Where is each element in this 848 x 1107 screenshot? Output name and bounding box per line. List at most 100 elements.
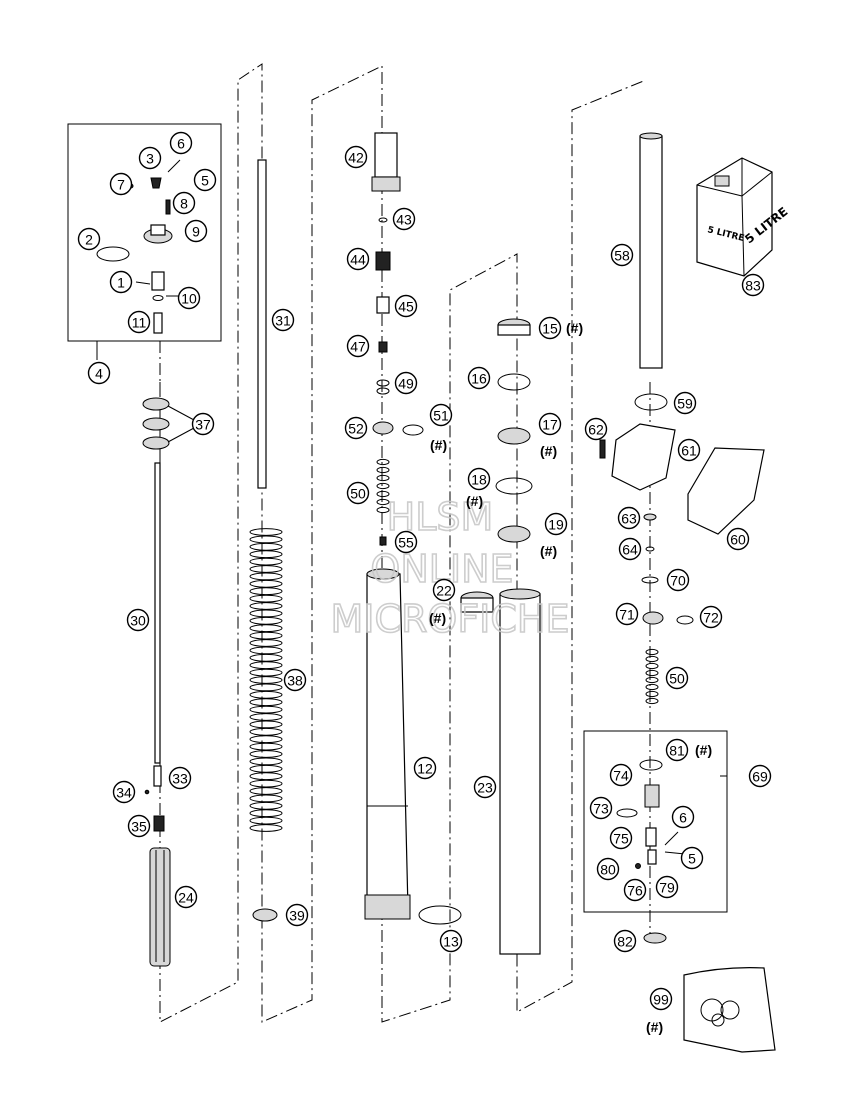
callout-2: 2: [77, 227, 101, 251]
callout-16: 16: [467, 366, 491, 390]
callout-circle: [346, 247, 370, 271]
callout-circle: [649, 987, 673, 1011]
column-5-parts: [599, 132, 765, 944]
callout-circle: [666, 568, 690, 592]
callout-circle: [665, 666, 689, 690]
callout-12: 12: [413, 756, 437, 780]
column-2-parts: [249, 159, 283, 922]
shim: [645, 669, 659, 677]
callout-circle: [673, 391, 697, 415]
spring-coil: [249, 809, 283, 818]
callout-circle: [127, 814, 151, 838]
shim-70: [641, 576, 659, 584]
callout-number: 43: [396, 212, 412, 228]
callout-circle: [109, 270, 133, 294]
callout-circle: [285, 903, 309, 927]
callout-number: 16: [471, 371, 487, 387]
column-4-parts: [460, 318, 541, 955]
callout-82: 82: [613, 929, 637, 953]
callout-circle: [726, 527, 750, 551]
shim-stack-50a: [376, 458, 390, 514]
spring-coil: [249, 646, 283, 655]
seal-kit-bag-99: [683, 967, 776, 1053]
callout-number: 30: [130, 613, 146, 629]
spring-coil: [249, 594, 283, 603]
callout-number: 62: [588, 422, 604, 438]
shim: [376, 490, 390, 498]
callout-24: 24: [174, 885, 198, 909]
callout-circle: [748, 764, 772, 788]
callout-55: 55: [394, 530, 418, 554]
callout-circle: [87, 361, 111, 385]
spring-coil: [249, 757, 283, 766]
spring-coil: [249, 713, 283, 721]
shim-64: [645, 546, 655, 552]
callout-circle: [671, 805, 695, 829]
callout-number: 5: [201, 173, 209, 189]
callout-6: 6: [671, 805, 695, 829]
spring-coil: [249, 824, 283, 832]
leader-lines: [96, 159, 727, 855]
shim: [645, 676, 659, 684]
callout-number: 17: [542, 417, 558, 433]
spring-coil: [249, 779, 283, 788]
ball-34: [144, 789, 150, 795]
piston-71: [642, 611, 664, 625]
callout-circle: [172, 191, 196, 215]
spring-coil: [249, 602, 283, 610]
oil-can-83: 5 LITRE 5 LITRE: [696, 157, 790, 277]
callout-83: 83: [741, 273, 765, 297]
piston-52: [372, 421, 394, 435]
spring-35: [153, 815, 165, 832]
callout-circle: [191, 412, 215, 436]
callout-circle: [168, 766, 192, 790]
hash-tag: (#): [466, 493, 483, 509]
callout-63: 63: [617, 506, 641, 530]
callout-circle: [741, 273, 765, 297]
callout-circle: [623, 878, 647, 902]
callout-number: 34: [116, 785, 132, 801]
callout-circle: [169, 131, 193, 155]
callout-17: 17: [538, 412, 562, 436]
callout-10: 10: [177, 286, 201, 310]
callout-72: 72: [699, 605, 723, 629]
callout-number: 73: [593, 801, 609, 817]
callout-number: 15: [542, 321, 558, 337]
o-ring-59: [634, 393, 668, 411]
washer-37a: [142, 397, 170, 411]
callout-circle: [344, 416, 368, 440]
hash-tag: (#): [429, 610, 446, 626]
callout-number: 11: [132, 315, 147, 331]
shim: [376, 474, 390, 482]
callout-13: 13: [439, 929, 463, 953]
callout-circle: [609, 763, 633, 787]
spring-seat-39: [252, 908, 278, 922]
spring-coil: [249, 631, 283, 640]
watermark-line-3: MICROFICHE: [330, 597, 569, 641]
callout-circle: [344, 145, 368, 169]
callout-circle: [346, 481, 370, 505]
cap-42: [374, 132, 398, 178]
callout-circle: [617, 506, 641, 530]
valve-74: [644, 784, 660, 808]
hash-tags: (#)(#)(#)(#)(#)(#)(#)(#): [429, 320, 712, 1035]
callout-number: 18: [471, 472, 487, 488]
ring-63: [643, 513, 657, 521]
watermark: HLSM ONLINE MICROFICHE: [330, 494, 571, 642]
callout-number: 13: [443, 934, 459, 950]
callout-6: 6: [169, 131, 193, 155]
seal-17: [497, 427, 531, 445]
callout-number: 69: [752, 769, 768, 785]
hash-tag: (#): [695, 742, 712, 758]
shim: [645, 648, 659, 656]
spring-coil: [249, 528, 283, 536]
callout-number: 80: [600, 862, 616, 878]
o-ring-13: [418, 905, 462, 925]
callout-circle: [271, 308, 295, 332]
callout-number: 51: [433, 408, 449, 424]
spring-coil: [249, 676, 283, 684]
callout-circle: [473, 775, 497, 799]
callout-number: 12: [417, 761, 433, 777]
callout-18: 18: [467, 467, 491, 491]
callout-7: 7: [109, 172, 133, 196]
